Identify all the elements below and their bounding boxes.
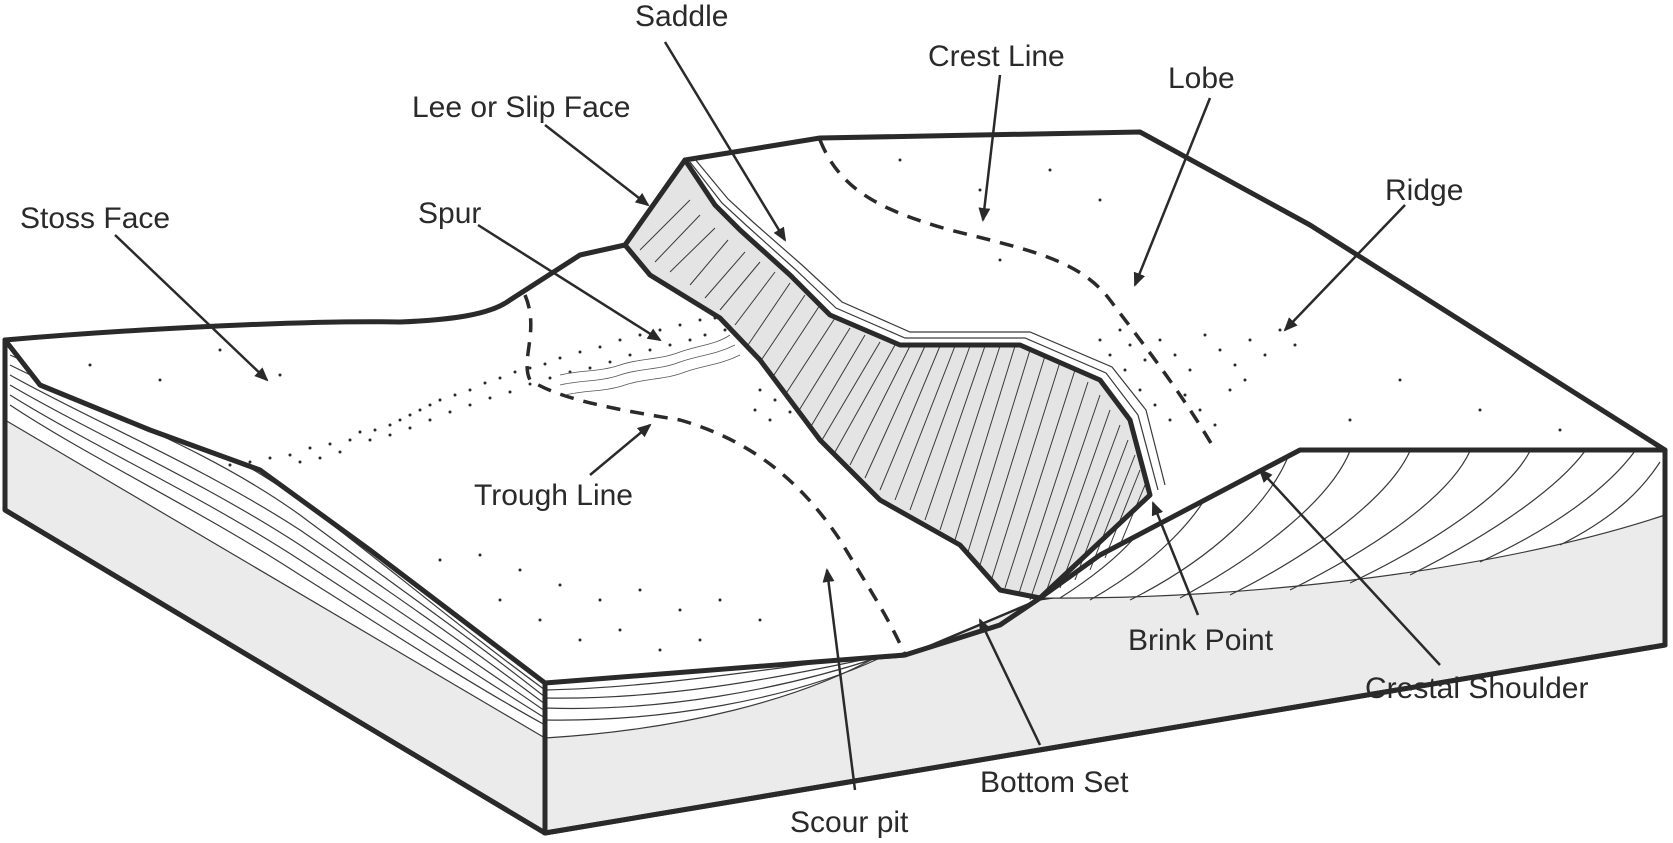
block-top-outline (2, 129, 1668, 836)
label-lee-or-slip-face: Lee or Slip Face (412, 91, 630, 124)
slip-face (625, 160, 1150, 655)
label-saddle: Saddle (635, 0, 728, 33)
trough-line (523, 294, 907, 656)
label-spur: Spur (418, 197, 481, 230)
label-bottom-set: Bottom Set (980, 766, 1129, 799)
spur-texture (559, 334, 741, 396)
label-crestal-shoulder: Crestal Shoulder (1365, 672, 1588, 705)
sand-stipple (88, 138, 1562, 652)
label-brink-point: Brink Point (1128, 624, 1274, 657)
crest-line (818, 139, 1217, 451)
label-stoss-face: Stoss Face (20, 202, 170, 235)
label-crest-line: Crest Line (928, 40, 1065, 73)
slip-face-brink (682, 157, 1153, 601)
strata-lines-left (9, 354, 546, 726)
slip-face-toe (622, 242, 1043, 601)
label-scour-pit: Scour pit (790, 806, 909, 839)
annotation-arrows (114, 41, 1441, 791)
label-lobe: Lobe (1168, 62, 1235, 95)
label-ridge: Ridge (1385, 174, 1463, 207)
strata-left (5, 340, 545, 738)
label-trough-line: Trough Line (474, 479, 633, 512)
